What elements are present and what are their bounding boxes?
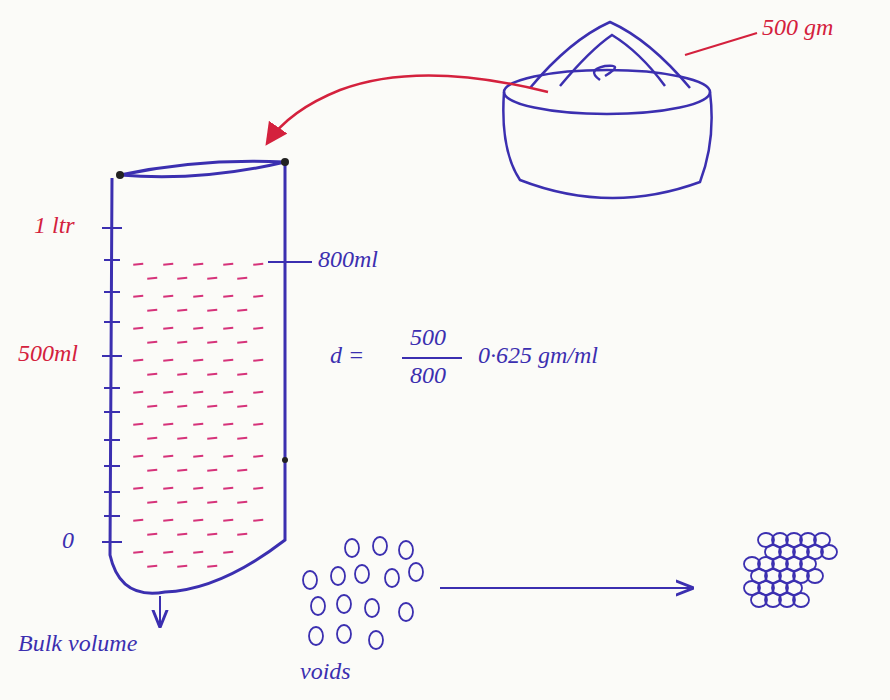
formula-label: d = <box>330 342 364 370</box>
pointer-arrow <box>159 596 161 624</box>
transfer-arrow <box>268 75 548 142</box>
loose-particles <box>303 537 423 649</box>
volume-label: 800ml <box>318 246 378 274</box>
scale-label: 500ml <box>18 340 78 368</box>
scale-ticks <box>102 228 122 542</box>
voids-label: voids <box>300 658 351 686</box>
leader-line <box>685 33 757 55</box>
fraction-denominator: 800 <box>410 362 446 390</box>
compaction-arrow <box>440 587 690 589</box>
density-value: 0·625 gm/ml <box>478 342 598 370</box>
fraction-numerator: 500 <box>410 324 446 352</box>
fraction-bar <box>402 357 462 359</box>
bowl <box>503 22 711 198</box>
powder-dashes <box>133 264 263 567</box>
mass-label: 500 gm <box>762 14 833 42</box>
scale-label: 1 ltr <box>34 212 75 240</box>
packed-particles <box>744 533 837 607</box>
leader-line <box>268 261 312 263</box>
measuring-cylinder <box>110 161 285 593</box>
caption-label: Bulk volume <box>18 630 137 658</box>
scale-label: 0 <box>62 527 74 555</box>
